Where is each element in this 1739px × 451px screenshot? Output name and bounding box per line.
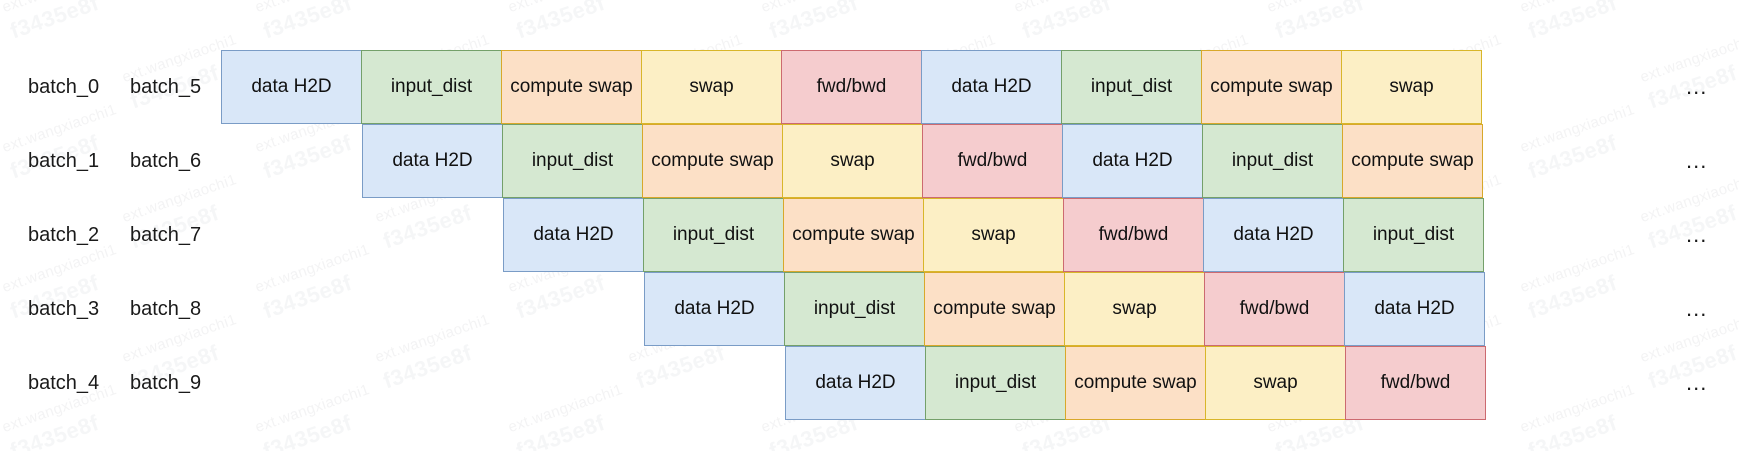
row-label-primary: batch_2 xyxy=(28,223,100,246)
row-label-secondary: batch_8 xyxy=(130,297,202,320)
row-continuation-ellipsis: ... xyxy=(1686,222,1708,247)
pipeline-stage-data_h2d[interactable]: data H2D xyxy=(503,198,644,272)
row-label-secondary: batch_9 xyxy=(130,371,202,394)
pipeline-stage-swap[interactable]: swap xyxy=(1341,50,1482,124)
pipeline-stage-fwd_bwd[interactable]: fwd/bwd xyxy=(1204,272,1345,346)
pipeline-stage-data_h2d[interactable]: data H2D xyxy=(785,346,926,420)
pipeline-stage-data_h2d[interactable]: data H2D xyxy=(921,50,1062,124)
pipeline-stage-input_dist[interactable]: input_dist xyxy=(925,346,1066,420)
row-continuation-ellipsis: ... xyxy=(1686,296,1708,321)
row-continuation-ellipsis: ... xyxy=(1686,370,1708,395)
pipeline-stage-data_h2d[interactable]: data H2D xyxy=(1062,124,1203,198)
pipeline-stage-compute_swap[interactable]: compute swap xyxy=(783,198,924,272)
pipeline-stage-data_h2d[interactable]: data H2D xyxy=(362,124,503,198)
pipeline-stage-data_h2d[interactable]: data H2D xyxy=(1203,198,1344,272)
row-label-primary: batch_1 xyxy=(28,149,100,172)
pipeline-stage-input_dist[interactable]: input_dist xyxy=(643,198,784,272)
pipeline-stage-swap[interactable]: swap xyxy=(1064,272,1205,346)
row-label: batch_3 batch_8 xyxy=(28,272,218,346)
row-continuation-ellipsis: ... xyxy=(1686,74,1708,99)
pipeline-stage-compute_swap[interactable]: compute swap xyxy=(642,124,783,198)
pipeline-stage-data_h2d[interactable]: data H2D xyxy=(644,272,785,346)
pipeline-stage-input_dist[interactable]: input_dist xyxy=(784,272,925,346)
row-label-primary: batch_0 xyxy=(28,75,100,98)
row-label-secondary: batch_6 xyxy=(130,149,202,172)
pipeline-stage-fwd_bwd[interactable]: fwd/bwd xyxy=(1063,198,1204,272)
pipeline-stage-compute_swap[interactable]: compute swap xyxy=(501,50,642,124)
pipeline-stage-compute_swap[interactable]: compute swap xyxy=(1065,346,1206,420)
row-label-secondary: batch_7 xyxy=(130,223,202,246)
pipeline-stage-input_dist[interactable]: input_dist xyxy=(502,124,643,198)
pipeline-stage-compute_swap[interactable]: compute swap xyxy=(924,272,1065,346)
pipeline-stage-swap[interactable]: swap xyxy=(641,50,782,124)
row-label: batch_1 batch_6 xyxy=(28,124,218,198)
pipeline-stage-swap[interactable]: swap xyxy=(782,124,923,198)
row-label: batch_0 batch_5 xyxy=(28,50,218,124)
pipeline-stage-data_h2d[interactable]: data H2D xyxy=(221,50,362,124)
pipeline-stage-compute_swap[interactable]: compute swap xyxy=(1201,50,1342,124)
pipeline-stage-swap[interactable]: swap xyxy=(923,198,1064,272)
pipeline-stage-fwd_bwd[interactable]: fwd/bwd xyxy=(781,50,922,124)
pipeline-stage-input_dist[interactable]: input_dist xyxy=(1061,50,1202,124)
pipeline-stage-fwd_bwd[interactable]: fwd/bwd xyxy=(1345,346,1486,420)
row-label-secondary: batch_5 xyxy=(130,75,202,98)
pipeline-stage-input_dist[interactable]: input_dist xyxy=(361,50,502,124)
row-label-primary: batch_4 xyxy=(28,371,100,394)
row-label: batch_2 batch_7 xyxy=(28,198,218,272)
pipeline-stage-data_h2d[interactable]: data H2D xyxy=(1344,272,1485,346)
pipeline-stage-input_dist[interactable]: input_dist xyxy=(1343,198,1484,272)
pipeline-stage-fwd_bwd[interactable]: fwd/bwd xyxy=(922,124,1063,198)
pipeline-stage-compute_swap[interactable]: compute swap xyxy=(1342,124,1483,198)
row-continuation-ellipsis: ... xyxy=(1686,148,1708,173)
row-label-primary: batch_3 xyxy=(28,297,100,320)
pipeline-stage-input_dist[interactable]: input_dist xyxy=(1202,124,1343,198)
row-label: batch_4 batch_9 xyxy=(28,346,218,420)
pipeline-stage-swap[interactable]: swap xyxy=(1205,346,1346,420)
